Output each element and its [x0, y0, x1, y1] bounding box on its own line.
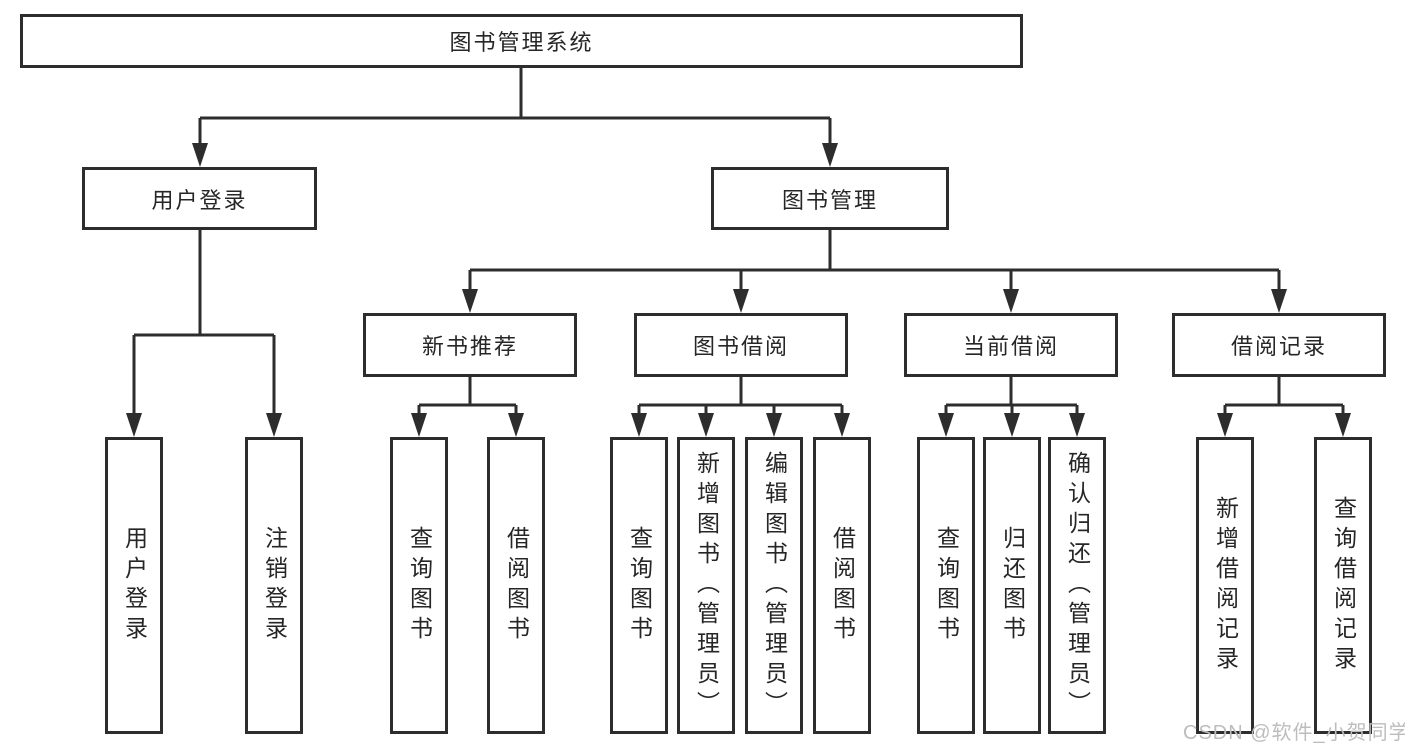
arrowheads [126, 143, 1351, 437]
leaf-borrow-books-recommend: 借阅图书 [487, 437, 545, 734]
leaf-query-books-borrowing: 查询图书 [610, 437, 668, 734]
node-book-management: 图书管理 [711, 167, 949, 230]
leaf-user-login: 用户登录 [105, 437, 163, 734]
leaf-borrow-books-borrowing: 借阅图书 [813, 437, 871, 734]
leaf-return-books: 归还图书 [983, 437, 1041, 734]
leaf-add-books-admin: 新增图书（管理员） [677, 437, 735, 734]
leaf-add-borrow-record: 新增借阅记录 [1196, 437, 1254, 734]
node-book-borrowing: 图书借阅 [634, 313, 848, 377]
node-new-book-recommend: 新书推荐 [363, 313, 577, 377]
leaf-edit-books-admin: 编辑图书（管理员） [745, 437, 803, 734]
node-current-borrowing: 当前借阅 [904, 313, 1118, 377]
leaf-logout: 注销登录 [245, 437, 303, 734]
csdn-watermark: CSDN @软件_小贺同学 [1183, 722, 1405, 744]
node-borrow-records: 借阅记录 [1172, 313, 1386, 377]
leaf-query-books-recommend: 查询图书 [390, 437, 448, 734]
leaf-query-books-current: 查询图书 [917, 437, 975, 734]
leaf-query-borrow-record: 查询借阅记录 [1314, 437, 1372, 734]
leaf-confirm-return-admin: 确认归还（管理员） [1048, 437, 1106, 734]
node-user-login: 用户登录 [82, 167, 317, 230]
node-library-management-system: 图书管理系统 [20, 14, 1023, 68]
